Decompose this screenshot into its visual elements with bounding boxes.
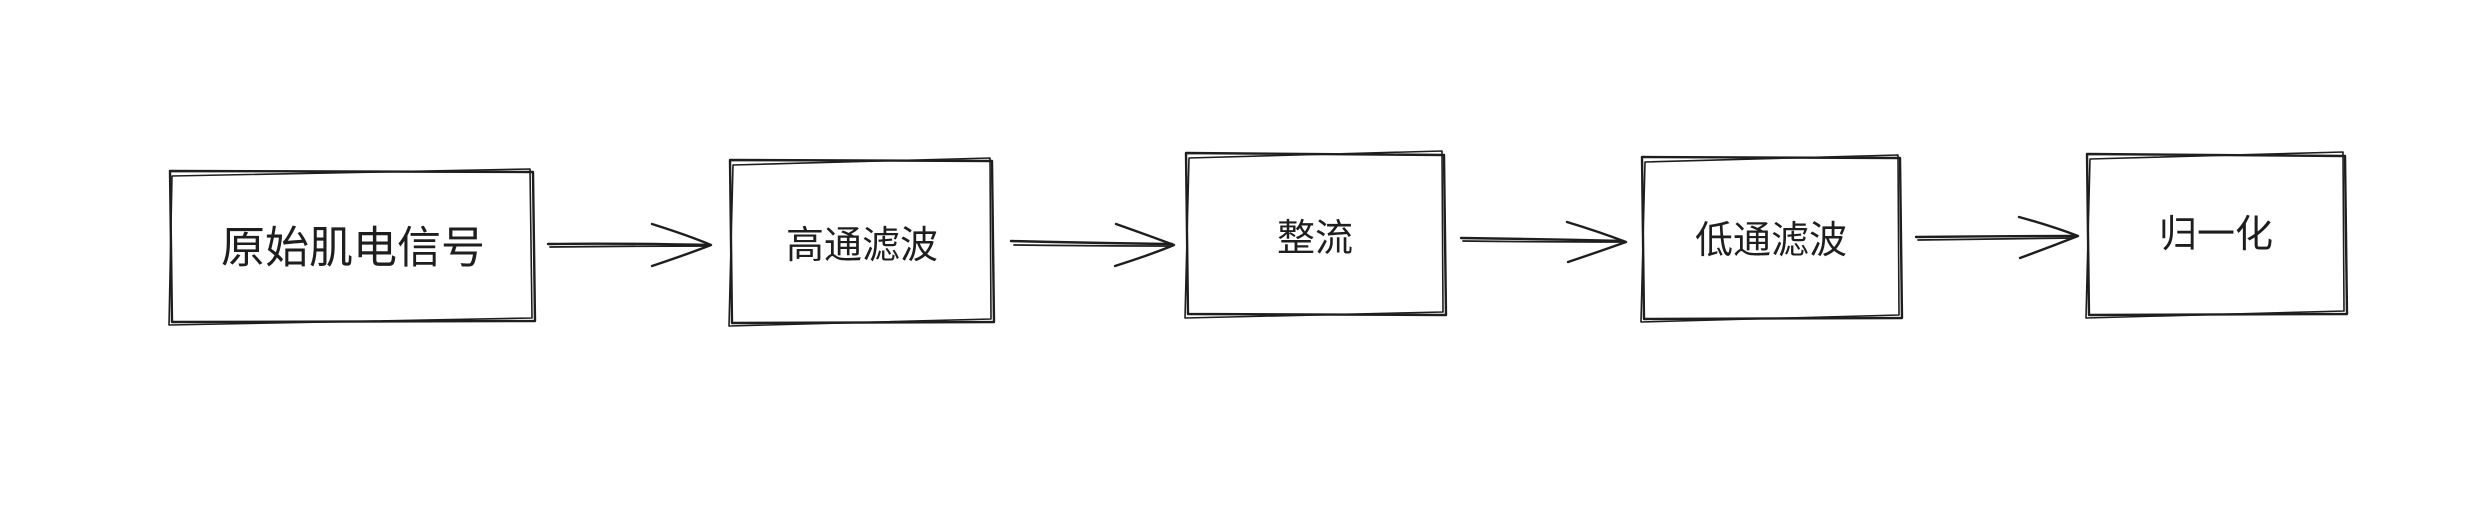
step-label: 低通滤波 <box>1695 218 1847 262</box>
step-label: 整流 <box>1277 216 1353 260</box>
step-node-raw-emg: 原始肌电信号 <box>168 168 537 326</box>
step-node-lowpass: 低通滤波 <box>1640 154 1904 323</box>
arrow-lowpass-to-normalize <box>1914 215 2080 260</box>
step-node-rectify: 整流 <box>1184 150 1448 319</box>
step-node-normalize: 归一化 <box>2085 151 2349 319</box>
step-label: 归一化 <box>2159 212 2273 256</box>
step-label: 高通滤波 <box>786 223 938 267</box>
arrow-raw-emg-to-highpass <box>546 222 713 268</box>
step-node-highpass: 高通滤波 <box>728 157 996 327</box>
step-label: 原始肌电信号 <box>221 223 485 274</box>
arrow-rectify-to-lowpass <box>1459 220 1628 264</box>
arrow-highpass-to-rectify <box>1009 222 1176 268</box>
